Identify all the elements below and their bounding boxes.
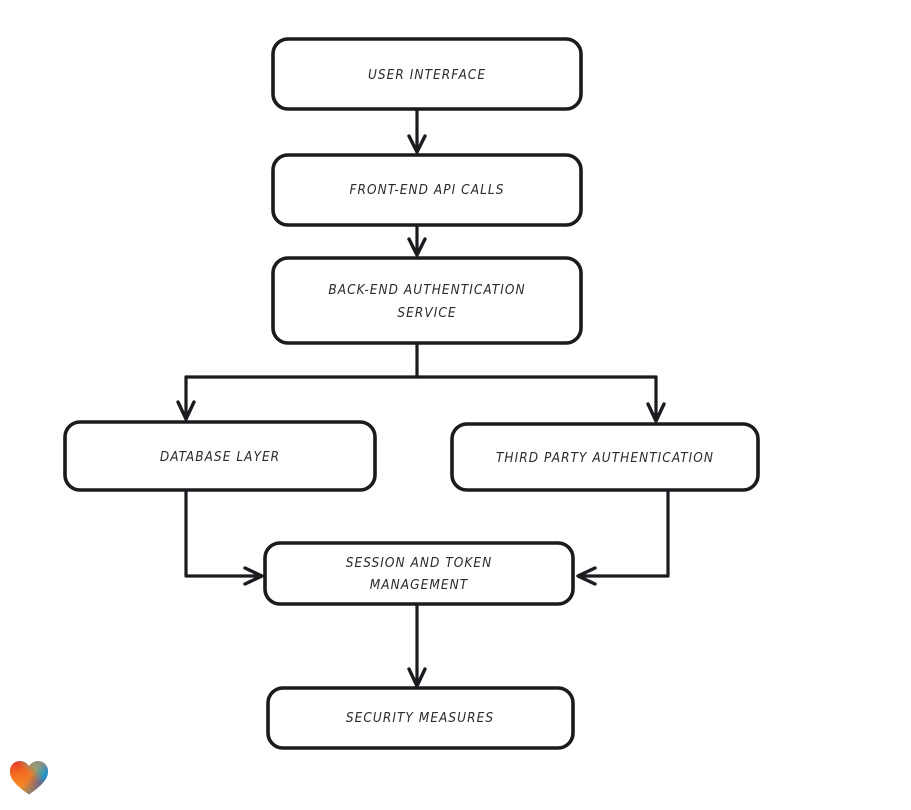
node-session-and-token-management[interactable]: SESSION AND TOKEN MANAGEMENT	[263, 541, 575, 606]
edge-third-party-authentication-to-session-and-token-management	[576, 488, 670, 586]
arrowhead-right-icon	[243, 566, 264, 586]
edge-database-layer-to-session-and-token-management	[184, 488, 264, 586]
node-security-measures[interactable]: SECURITY MEASURES	[266, 686, 575, 750]
edge-back-end-authentication-service-to-database-layer	[176, 375, 196, 421]
node-user-interface[interactable]: USER INTERFACE	[271, 37, 583, 111]
node-shape[interactable]	[263, 541, 575, 606]
arrowhead-left-icon	[576, 566, 597, 586]
node-shape[interactable]	[271, 256, 583, 345]
connector-line	[579, 488, 670, 578]
edge-back-end-authentication-service-to-third-party-authentication	[646, 375, 666, 423]
node-label-third-party-authentication: THIRD PARTY AUTHENTICATION	[496, 450, 714, 466]
node-label-back-end-authentication-service-line-2: SERVICE	[397, 305, 456, 321]
heart-logo-watermark	[8, 757, 50, 799]
node-label-front-end-api-calls: FRONT-END API CALLS	[350, 182, 505, 198]
node-label-back-end-authentication-service-line-1: BACK-END AUTHENTICATION	[328, 282, 525, 298]
node-label-session-and-token-management-line-1: SESSION AND TOKEN	[346, 555, 493, 571]
node-shape[interactable]	[450, 422, 760, 492]
arrowhead-down-icon	[407, 667, 427, 688]
arrowhead-down-icon	[646, 402, 666, 423]
node-shape[interactable]	[266, 686, 575, 750]
node-third-party-authentication[interactable]: THIRD PARTY AUTHENTICATION	[450, 422, 760, 492]
node-shape[interactable]	[271, 153, 583, 227]
node-shape[interactable]	[271, 37, 583, 111]
node-label-user-interface: USER INTERFACE	[368, 67, 486, 83]
node-shape[interactable]	[63, 420, 377, 492]
edge-session-and-token-management-to-security-measures	[407, 602, 427, 688]
connector-line	[184, 488, 261, 578]
arrowhead-down-icon	[176, 400, 196, 421]
heart-icon	[10, 761, 48, 795]
node-database-layer[interactable]: DATABASE LAYER	[63, 420, 377, 492]
node-label-session-and-token-management-line-2: MANAGEMENT	[370, 577, 469, 593]
edge-user-interface-to-front-end-api-calls	[407, 107, 427, 154]
heart-shape-overlay	[10, 761, 48, 795]
node-back-end-authentication-service[interactable]: BACK-END AUTHENTICATION SERVICE	[271, 256, 583, 345]
edge-back-end-authentication-service-branch	[184, 341, 658, 379]
edge-front-end-api-calls-to-back-end-authentication-service	[407, 223, 427, 257]
arrowhead-down-icon	[407, 134, 427, 154]
node-label-security-measures: SECURITY MEASURES	[346, 710, 494, 726]
node-label-database-layer: DATABASE LAYER	[160, 449, 280, 465]
node-front-end-api-calls[interactable]: FRONT-END API CALLS	[271, 153, 583, 227]
arrowhead-down-icon	[407, 237, 427, 257]
